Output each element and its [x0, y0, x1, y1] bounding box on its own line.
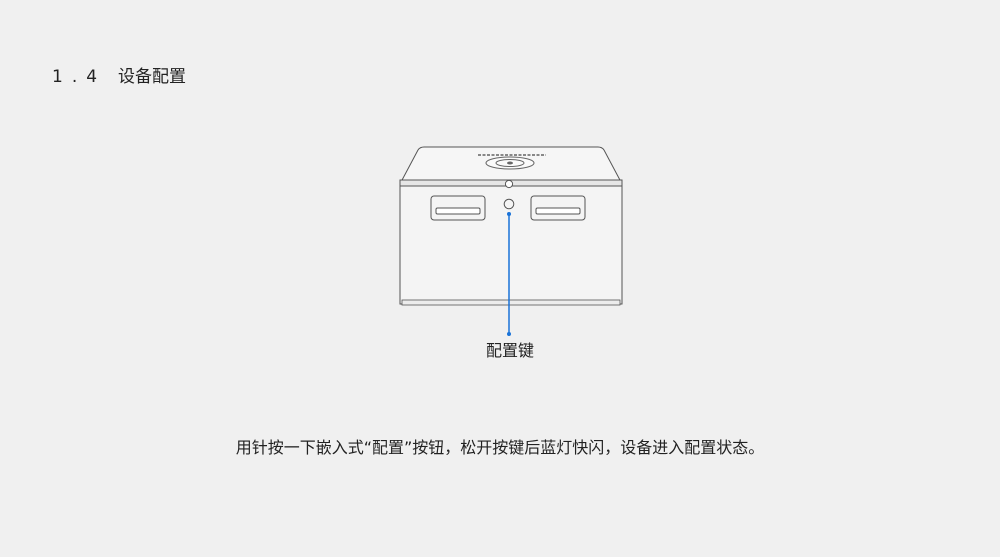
indicator-light [504, 179, 514, 189]
section-title: 设备配置 [118, 67, 187, 87]
device-base [401, 299, 621, 306]
usb-port-right [530, 195, 586, 221]
instruction-caption: 用针按一下嵌入式“配置”按钮，松开按键后蓝灯快闪，设备进入配置状态。 [235, 438, 765, 457]
callout-dot-top [507, 212, 511, 216]
section-number: 1.4 [52, 67, 107, 87]
callout-label: 配置键 [485, 341, 534, 360]
callout-dot-bottom [507, 332, 511, 336]
device-illustration [399, 146, 623, 336]
config-button [503, 198, 515, 210]
usb-port-left [430, 195, 486, 221]
section-heading: 1.4 设备配置 [52, 66, 186, 88]
logo-mark [478, 154, 546, 170]
